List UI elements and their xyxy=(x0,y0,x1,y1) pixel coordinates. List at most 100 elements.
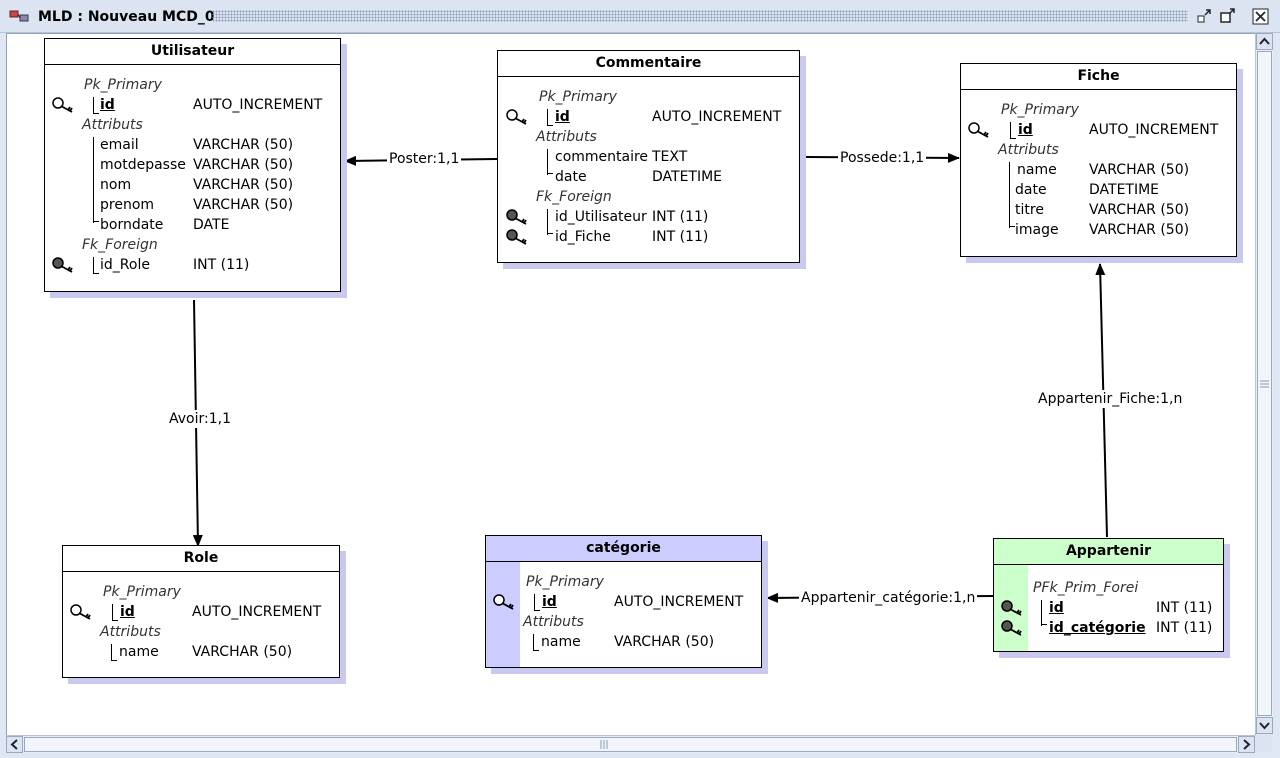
attr-section-label: Attributs xyxy=(998,142,1059,158)
scrollbar-corner xyxy=(1255,735,1272,752)
title-bar-grip xyxy=(212,10,1188,22)
pfk-section-label: PFk_Prim_Forei xyxy=(1033,580,1139,596)
primary-foreign-key-icon xyxy=(1001,600,1022,616)
pfk-type: INT (11) xyxy=(1156,620,1213,636)
foreign-key-icon xyxy=(506,209,527,225)
fk-name: id_Fiche xyxy=(555,229,611,245)
pk-name: id xyxy=(542,594,557,610)
link-label-avoir: Avoir:1,1 xyxy=(167,410,233,428)
attr-name: titre xyxy=(1015,202,1044,218)
link-label-poster: Poster:1,1 xyxy=(387,150,462,168)
pfk-type: INT (11) xyxy=(1156,600,1213,616)
attr-name: motdepasse xyxy=(100,157,186,173)
vertical-scrollbar[interactable] xyxy=(1255,33,1273,734)
entity-commentaire[interactable]: Commentaire Pk_Primary id AUTO_INCREMENT… xyxy=(497,50,800,263)
link-label-appartenir-categorie: Appartenir_catégorie:1,n xyxy=(799,589,978,607)
pk-name: id xyxy=(555,109,570,125)
primary-key-icon xyxy=(70,604,91,620)
window-title: MLD : Nouveau MCD_0 xyxy=(38,9,215,25)
primary-key-icon xyxy=(493,594,514,610)
link-label-appartenir-fiche: Appartenir_Fiche:1,n xyxy=(1036,390,1185,408)
attr-name: prenom xyxy=(100,197,155,213)
foreign-key-icon xyxy=(52,257,73,273)
attr-name: name xyxy=(1017,162,1057,178)
primary-key-icon xyxy=(968,122,989,138)
chevron-up-icon xyxy=(1259,37,1270,45)
fk-section-label: Fk_Foreign xyxy=(82,237,158,253)
attr-type: VARCHAR (50) xyxy=(614,634,715,650)
pk-section-label: Pk_Primary xyxy=(103,584,181,600)
minimize-icon[interactable] xyxy=(1196,8,1213,25)
fk-name: id_Utilisateur xyxy=(555,209,647,225)
scroll-down-button[interactable] xyxy=(1256,717,1273,734)
attr-name: commentaire xyxy=(555,149,649,165)
fk-type: INT (11) xyxy=(652,229,709,245)
attr-section-label: Attributs xyxy=(100,624,161,640)
horizontal-scrollbar[interactable] xyxy=(6,735,1255,753)
grip-icon xyxy=(600,740,608,749)
chevron-left-icon xyxy=(10,739,18,750)
entity-role[interactable]: Role Pk_Primary id AUTO_INCREMENT Attrib… xyxy=(62,545,340,678)
diagram-canvas[interactable]: Poster:1,1 Possede:1,1 Avoir:1,1 Apparte… xyxy=(6,33,1256,736)
attr-type: TEXT xyxy=(652,149,688,165)
entity-categorie[interactable]: catégorie Pk_Primary id AUTO_INCREMENT A… xyxy=(485,535,762,668)
pk-name: id xyxy=(1018,122,1033,138)
pk-type: AUTO_INCREMENT xyxy=(1089,122,1219,138)
attr-name: borndate xyxy=(100,217,164,233)
primary-key-icon xyxy=(506,109,527,125)
pfk-name: id_catégorie xyxy=(1049,620,1146,636)
attr-name: nom xyxy=(100,177,132,193)
attr-type: VARCHAR (50) xyxy=(1089,222,1190,238)
chevron-right-icon xyxy=(1243,739,1251,750)
pk-section-label: Pk_Primary xyxy=(84,77,162,93)
maximize-icon[interactable] xyxy=(1219,8,1236,25)
attr-name: name xyxy=(119,644,159,660)
pk-gutter xyxy=(486,562,520,667)
entity-title: Utilisateur xyxy=(45,39,340,65)
app-icon xyxy=(9,10,29,22)
close-icon[interactable] xyxy=(1252,8,1269,25)
attr-name: date xyxy=(555,169,587,185)
attr-name: image xyxy=(1015,222,1059,238)
attr-section-label: Attributs xyxy=(536,129,597,145)
attr-type: VARCHAR (50) xyxy=(193,197,294,213)
attr-type: VARCHAR (50) xyxy=(193,137,294,153)
grip-icon xyxy=(1260,380,1269,388)
entity-title: Commentaire xyxy=(498,51,799,77)
pk-type: AUTO_INCREMENT xyxy=(652,109,782,125)
attr-section-label: Attributs xyxy=(82,117,143,133)
pfk-name: id xyxy=(1049,600,1064,616)
attr-name: date xyxy=(1015,182,1047,198)
pk-name: id xyxy=(100,97,115,113)
entity-title: Appartenir xyxy=(994,539,1223,565)
fk-name: id_Role xyxy=(100,257,150,273)
chevron-down-icon xyxy=(1259,722,1270,730)
attr-type: DATETIME xyxy=(1089,182,1160,198)
entity-utilisateur[interactable]: Utilisateur Pk_Primary id AUTO_INCREMENT… xyxy=(44,38,341,292)
pk-type: AUTO_INCREMENT xyxy=(193,97,323,113)
fk-type: INT (11) xyxy=(193,257,250,273)
scroll-left-button[interactable] xyxy=(6,736,23,753)
attr-type: VARCHAR (50) xyxy=(193,177,294,193)
entity-fiche[interactable]: Fiche Pk_Primary id AUTO_INCREMENT Attri… xyxy=(960,63,1237,257)
entity-title: Role xyxy=(63,546,339,572)
attr-name: email xyxy=(100,137,139,153)
pk-section-label: Pk_Primary xyxy=(539,89,617,105)
scroll-right-button[interactable] xyxy=(1238,736,1255,753)
attr-type: VARCHAR (50) xyxy=(1089,202,1190,218)
primary-key-icon xyxy=(52,97,73,113)
entity-appartenir[interactable]: Appartenir PFk_Prim_Forei id INT (11) id… xyxy=(993,538,1224,652)
entity-title: Fiche xyxy=(961,64,1236,90)
horizontal-scroll-thumb[interactable] xyxy=(24,737,1237,752)
vertical-scroll-thumb[interactable] xyxy=(1257,51,1272,716)
pk-name: id xyxy=(120,604,135,620)
attr-type: VARCHAR (50) xyxy=(193,157,294,173)
attr-type: DATE xyxy=(193,217,230,233)
fk-type: INT (11) xyxy=(652,209,709,225)
scroll-up-button[interactable] xyxy=(1256,33,1273,50)
pk-type: AUTO_INCREMENT xyxy=(192,604,322,620)
attr-type: VARCHAR (50) xyxy=(1089,162,1190,178)
title-bar[interactable]: MLD : Nouveau MCD_0 xyxy=(0,0,1280,33)
primary-foreign-key-icon xyxy=(1001,620,1022,636)
